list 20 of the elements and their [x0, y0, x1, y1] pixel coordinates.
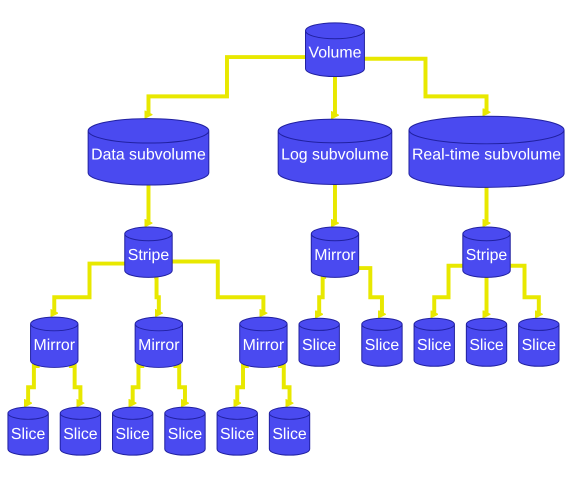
arrow: [482, 185, 491, 228]
arrow: [278, 364, 294, 408]
arrow: [314, 274, 326, 319]
arrow: [358, 266, 386, 319]
arrow: [173, 364, 190, 408]
arrow: [364, 56, 491, 117]
arrow: [172, 260, 268, 318]
arrow: [482, 275, 491, 319]
arrow: [144, 55, 306, 119]
arrow: [68, 364, 85, 408]
arrow: [24, 364, 40, 408]
arrow: [330, 182, 340, 228]
arrow: [330, 74, 340, 120]
arrow: [232, 364, 249, 408]
arrow: [50, 262, 125, 318]
arrow: [510, 264, 544, 319]
arrow: [128, 364, 144, 408]
arrow: [430, 264, 463, 319]
arrow: [144, 183, 153, 228]
arrow: [154, 275, 164, 318]
